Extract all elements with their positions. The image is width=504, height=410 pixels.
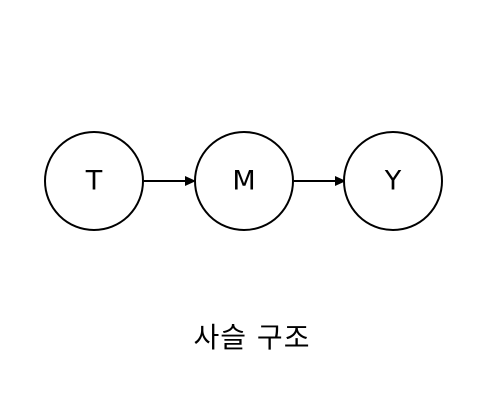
- node-y-label: Y: [384, 166, 402, 197]
- node-m-label: M: [232, 166, 255, 197]
- node-t-label: T: [85, 166, 103, 197]
- node-t: T: [44, 131, 144, 231]
- node-m: M: [194, 131, 294, 231]
- edge-m-y: [294, 176, 346, 186]
- edge-t-m: [144, 176, 196, 186]
- diagram-caption: 사슬 구조: [193, 321, 311, 354]
- node-y: Y: [343, 131, 443, 231]
